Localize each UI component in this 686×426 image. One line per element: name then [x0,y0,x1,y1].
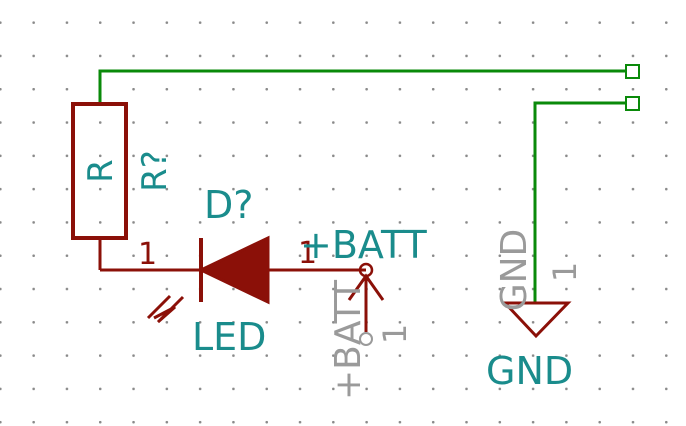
led-value: LED [192,315,266,359]
led-triangle[interactable] [197,235,270,305]
resistor-value: R [81,159,121,183]
batt-pin-number: 1 [376,324,414,344]
ground-label: GND [486,349,573,393]
led-pin1-number: 1 [298,236,317,271]
resistor-pin-number: 1 [138,237,157,272]
led-emission-arrow-2 [146,294,172,320]
ground-symbol[interactable] [501,301,572,339]
connector-pad-2[interactable] [625,96,640,111]
led-reference: D? [204,183,253,227]
batt-hidden-value: +BATT [328,279,369,400]
led-emission-arrow-1 [153,295,185,324]
batt-pin-circle [359,332,373,346]
connector-pad-1[interactable] [625,64,640,79]
ground-pin-number: 1 [546,262,584,282]
batt-net-label: +BATT [300,223,427,267]
resistor-reference: R? [135,150,175,192]
top-wire[interactable] [98,69,632,106]
batt-power-arrow [347,273,385,301]
ground-hidden-value: GND [494,229,535,312]
ground-wire[interactable] [533,101,632,305]
